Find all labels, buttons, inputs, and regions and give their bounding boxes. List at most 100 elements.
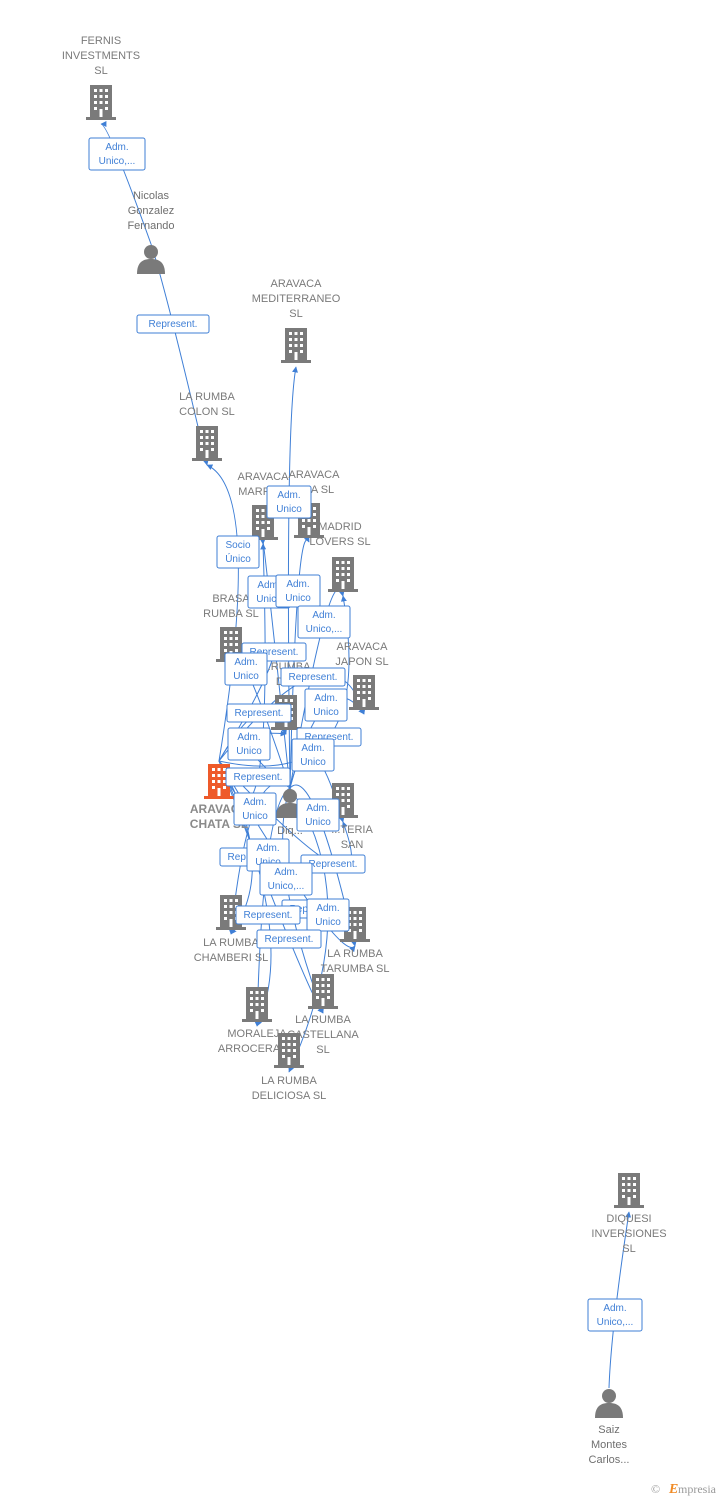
edge-label-line: Represent. bbox=[235, 708, 284, 719]
edge-label-center-person-to-brasa[interactable]: Adm. Unico bbox=[224, 652, 268, 686]
edge-label-line: Adm. bbox=[274, 867, 297, 878]
edge-label-line: Adm. bbox=[234, 657, 257, 668]
edge-label-line: Represent. bbox=[309, 859, 358, 870]
edge-label-line: Adm. bbox=[277, 490, 300, 501]
building-icon bbox=[328, 557, 358, 592]
node-label-line: MADRID bbox=[318, 521, 361, 533]
building-icon bbox=[349, 675, 379, 710]
node-label-line: MORALEJA bbox=[227, 1028, 287, 1040]
edge-label-line: Adm. bbox=[306, 803, 329, 814]
node-label-line: DELICIOSA SL bbox=[252, 1090, 327, 1102]
edge-label-line: Unico bbox=[242, 811, 268, 822]
nodes-layer: FERNISINVESTMENTSSLNicolasGonzalezFernan… bbox=[62, 35, 667, 1466]
edge-label-line: Adm. bbox=[312, 610, 335, 621]
edge-label-center-person-to-aravaca-na[interactable]: Adm.Unico bbox=[275, 574, 321, 608]
edge-label-aravaca-chata-to-castellana[interactable]: Represent. bbox=[256, 929, 322, 949]
edge-label-line: Adm. bbox=[243, 797, 266, 808]
edge-label-center-person-to-aravaca-med[interactable]: Adm.Unico bbox=[266, 485, 312, 519]
node-label-line: ARAVACA bbox=[271, 278, 323, 290]
edge-label-line: Unico bbox=[315, 917, 341, 928]
node-madrid-lovers[interactable]: MADRID LOVERS SL bbox=[309, 521, 371, 592]
edge-label-line: Represent. bbox=[265, 934, 314, 945]
edge-label-line: Unico,... bbox=[306, 624, 343, 635]
node-label-line: Montes bbox=[591, 1439, 628, 1451]
edge-label-line: Adm. bbox=[256, 843, 279, 854]
node-label-line: INVESTMENTS bbox=[62, 50, 140, 62]
node-label-line: MEDITERRANEO bbox=[252, 293, 341, 305]
edge-label-line: Represent. bbox=[234, 772, 283, 783]
edge-label-line: Represent. bbox=[305, 732, 354, 743]
edge-label-center-person-to-chamberi[interactable]: Adm. Unico bbox=[233, 792, 277, 826]
edge-label-line: Represent. bbox=[289, 672, 338, 683]
node-label-line: BRASA bbox=[212, 593, 250, 605]
edges-layer bbox=[100, 121, 632, 1389]
node-label-line: SAN bbox=[341, 839, 364, 851]
edge-label-center-person-to-rumba-di[interactable]: Adm.Unico bbox=[227, 727, 271, 761]
node-label-line: Fernando bbox=[127, 220, 174, 232]
node-center-person[interactable]: Diq... bbox=[276, 789, 304, 837]
node-label-line: COLON SL bbox=[179, 406, 235, 418]
edge-label-line: Represent. bbox=[244, 910, 293, 921]
building-icon bbox=[192, 426, 222, 461]
node-label-line: SL bbox=[94, 65, 107, 77]
edge-label-line: Unico bbox=[256, 594, 282, 605]
node-label-line: LOVERS SL bbox=[309, 536, 370, 548]
node-label-line: LA RUMBA bbox=[261, 1075, 317, 1087]
edge-label-aravaca-chata-to-moraleja[interactable]: Represent. bbox=[235, 905, 301, 925]
brand-initial: E bbox=[668, 1482, 678, 1497]
brand-name: mpresia bbox=[678, 1482, 717, 1496]
building-icon bbox=[614, 1173, 644, 1208]
edge-label-line: Adm. bbox=[603, 1303, 626, 1314]
node-label-line: LA RUMBA bbox=[179, 391, 235, 403]
node-label-line: ARAVACA bbox=[337, 641, 389, 653]
edge-label-center-person-to-tarumba[interactable]: Adm.Unico bbox=[296, 798, 340, 832]
edge-label-line: Adm. bbox=[314, 693, 337, 704]
edge-label-center-person-to-castellana[interactable]: Adm.Unico,... bbox=[259, 862, 313, 896]
node-label-line: ...TERIA bbox=[331, 824, 373, 836]
node-deliciosa[interactable]: LA RUMBA DELICIOSA SL bbox=[252, 1033, 327, 1102]
edge-labels-layer: Adm.Unico,...Represent.Adm.UnicoSocioÚni… bbox=[88, 137, 643, 1332]
edge-label-aravaca-chata-to-rumba-di[interactable]: Represent. bbox=[226, 703, 292, 723]
node-label-line: ARAVACA bbox=[238, 471, 290, 483]
edge-label-center-person-to-deliciosa[interactable]: Adm. Unico bbox=[306, 898, 350, 932]
building-icon bbox=[242, 987, 272, 1022]
node-label-line: Carlos... bbox=[589, 1454, 630, 1466]
edge-label-center-person-to-teria-san[interactable]: Adm. Unico bbox=[291, 738, 335, 772]
edge-label-line: Adm. bbox=[316, 903, 339, 914]
node-label-line: SL bbox=[622, 1243, 635, 1255]
edge-label-nicolas-to-fernis[interactable]: Adm.Unico,... bbox=[88, 137, 146, 171]
edge-label-aravaca-chata-to-aravaca-marru[interactable]: Represent. bbox=[225, 767, 291, 787]
node-label-line: Gonzalez bbox=[128, 205, 174, 217]
edge-label-line: Unico bbox=[300, 757, 326, 768]
edge-label-aravaca-chata-to-aravaca-japon[interactable]: Represent. bbox=[280, 667, 346, 687]
copyright-symbol: © bbox=[651, 1482, 660, 1496]
edge-label-saiz-to-diquesi[interactable]: Adm.Unico,... bbox=[587, 1298, 643, 1332]
edge-label-center-person-to-aravaca-japon[interactable]: Adm. Unico bbox=[304, 688, 348, 722]
edge-label-line: Adm. bbox=[301, 743, 324, 754]
edge-label-line: Unico bbox=[313, 707, 339, 718]
edge-label-center-person-to-madrid-lovers[interactable]: Adm. Unico,... bbox=[297, 605, 351, 639]
node-label-line: LA RUMBA bbox=[327, 948, 383, 960]
empresia-brand[interactable]: © E mpresia bbox=[651, 1482, 717, 1497]
node-label-line: CHAMBERI SL bbox=[194, 952, 269, 964]
node-label-line: Saiz bbox=[598, 1424, 619, 1436]
building-icon bbox=[308, 974, 338, 1009]
node-colon[interactable]: LA RUMBA COLON SL bbox=[179, 391, 235, 461]
edge-label-line: Unico bbox=[233, 671, 259, 682]
edge-label-line: Unico bbox=[236, 746, 262, 757]
edge-label-nicolas-to-colon[interactable]: Represent. bbox=[136, 314, 210, 334]
edge-label-line: Unico,... bbox=[99, 156, 136, 167]
node-saiz[interactable]: SaizMontesCarlos... bbox=[589, 1389, 630, 1466]
node-label-line: ARAVACA bbox=[289, 469, 341, 481]
